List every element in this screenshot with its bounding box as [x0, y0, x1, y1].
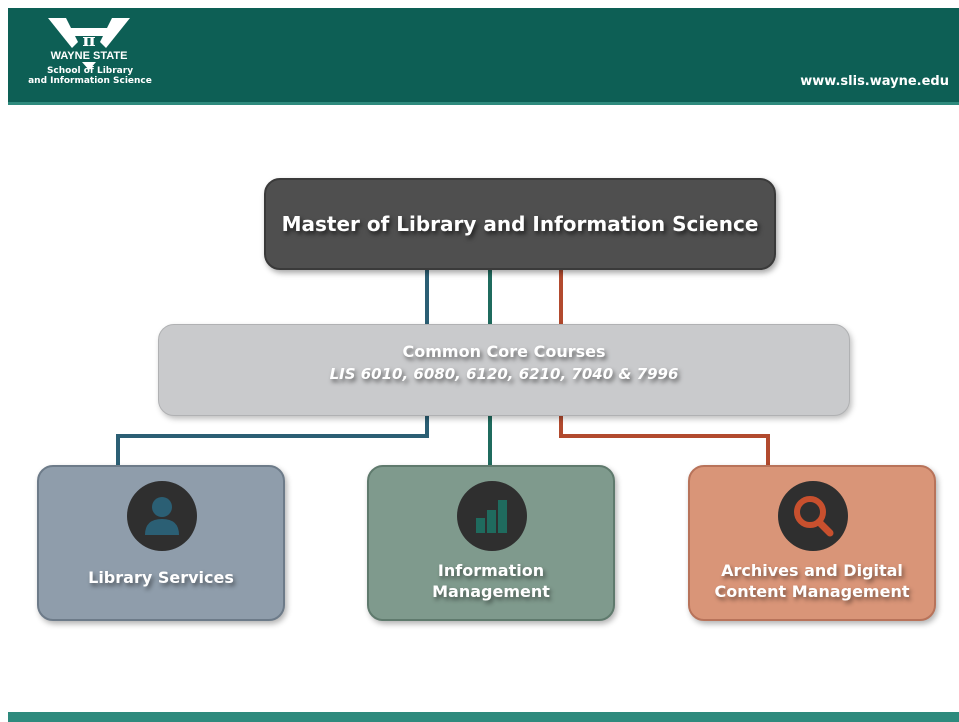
track-label-line1: Library Services: [88, 568, 234, 587]
slide: π WAYNE STATE School of Library and Info…: [8, 8, 959, 722]
wayne-state-logo: π WAYNE STATE: [14, 14, 164, 98]
magnifier-icon: [778, 481, 848, 551]
header-banner: π WAYNE STATE School of Library and Info…: [8, 8, 959, 105]
bar-chart-icon: [457, 481, 527, 551]
connector-blue-bottom: [116, 416, 429, 465]
master-program-title: Master of Library and Information Scienc…: [281, 212, 759, 236]
track-label-line2: Content Management: [714, 582, 910, 601]
school-name: School of Library and Information Scienc…: [10, 66, 170, 86]
connector-lines: [116, 270, 770, 465]
track-label: Archives and Digital Content Management: [690, 560, 934, 602]
track-archives-digital-content: Archives and Digital Content Management: [688, 465, 936, 621]
svg-text:WAYNE STATE: WAYNE STATE: [51, 50, 128, 62]
person-icon: [127, 481, 197, 551]
website-url[interactable]: www.slis.wayne.edu: [800, 74, 949, 89]
connector-rust-bottom: [559, 416, 770, 465]
track-label-line1: Archives and Digital: [721, 561, 903, 580]
common-core-box: Common Core Courses LIS 6010, 6080, 6120…: [158, 324, 850, 416]
master-program-box: Master of Library and Information Scienc…: [264, 178, 776, 270]
track-label-line1: Information: [437, 561, 545, 580]
track-label: Library Services: [39, 567, 283, 588]
track-library-services: Library Services: [37, 465, 285, 621]
track-label-line2: Management: [432, 582, 550, 601]
track-information-management: Information Management: [367, 465, 615, 621]
track-label: Information Management: [369, 560, 613, 602]
common-core-title: Common Core Courses: [402, 342, 606, 361]
footer-bar: [8, 712, 959, 722]
school-name-line2: and Information Science: [28, 76, 152, 86]
school-name-line1: School of Library: [46, 66, 134, 76]
common-core-courses: LIS 6010, 6080, 6120, 6210, 7040 & 7996: [329, 365, 679, 383]
svg-text:π: π: [82, 30, 95, 51]
